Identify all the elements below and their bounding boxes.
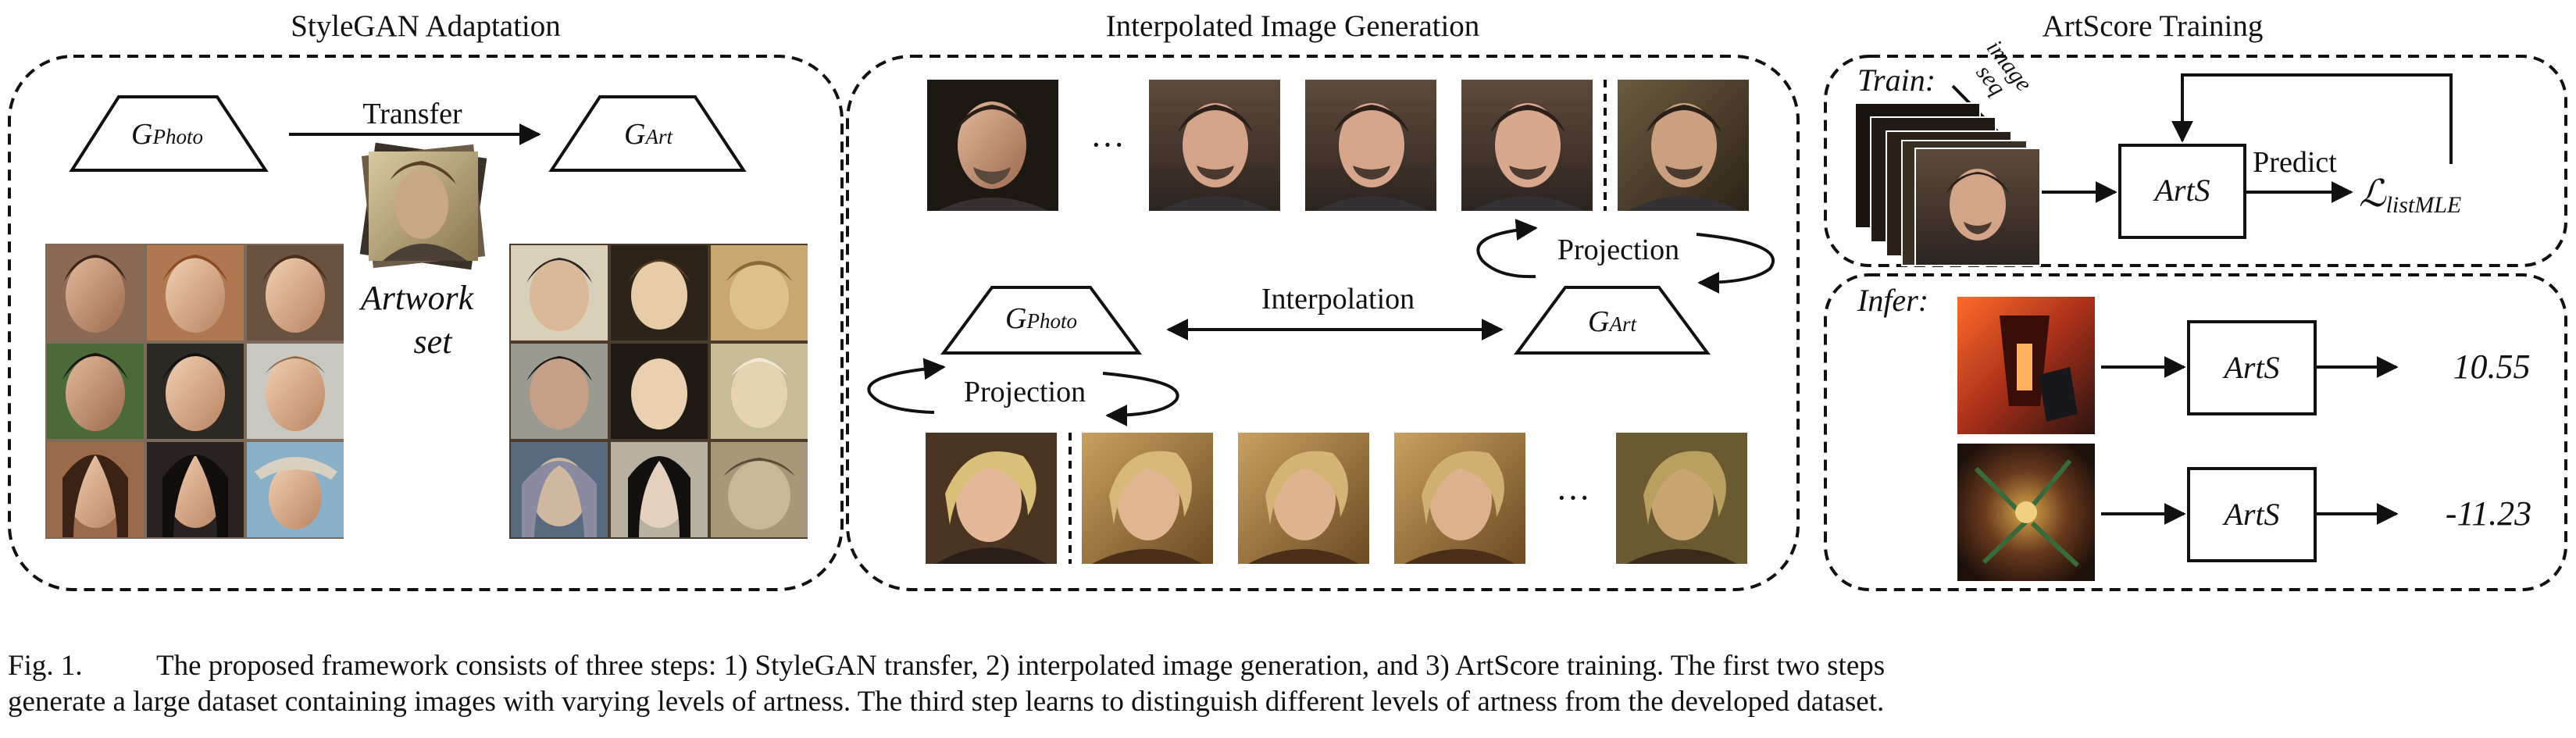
transfer-label: Transfer (362, 98, 462, 130)
g-art-generator: GArt (548, 95, 747, 172)
art-face (611, 245, 708, 340)
arts-train-label: ArtS (2152, 173, 2210, 208)
g-photo-sub: Photo (152, 125, 203, 148)
artwork-label-line2: set (414, 323, 454, 361)
g-photo-base: G (131, 118, 152, 151)
arts-infer2-label: ArtS (2221, 497, 2279, 532)
loss-label: ℒlistMLE (2359, 173, 2461, 218)
art-face (511, 344, 608, 439)
g-photo-2-base: G (1005, 302, 1026, 335)
portrait-step (1082, 433, 1213, 564)
g-photo-2-sub: Photo (1026, 309, 1077, 333)
art-face (711, 344, 808, 439)
svg-text:GPhoto: GPhoto (131, 118, 203, 151)
interpolation-panel-border (846, 55, 1800, 591)
infer-image-1 (1957, 297, 2095, 434)
portrait-step (1238, 433, 1369, 564)
score-2: -11.23 (2446, 494, 2531, 533)
photo-face (147, 442, 244, 537)
photo-face-grid (45, 244, 344, 539)
g-art-2-sub: Art (1607, 312, 1637, 336)
portrait-art (1618, 80, 1749, 211)
arts-model-train: ArtS (2118, 144, 2246, 239)
bottom-portrait-row: ··· (926, 433, 1747, 564)
projection-bottom-loop (867, 358, 946, 414)
portrait-art (1616, 433, 1747, 564)
caption-line-1: Fig. 1. The proposed framework consists o… (8, 649, 2570, 683)
image-seq-label: imageseq (1963, 35, 2037, 111)
arts-infer1-label: ArtS (2221, 350, 2279, 385)
adaptation-panel-border (8, 55, 844, 591)
svg-text:GArt: GArt (1588, 305, 1637, 338)
title-artscore: ArtScore Training (2043, 9, 2264, 43)
g-photo-generator: GPhoto (69, 95, 269, 172)
top-portrait-row: ··· (927, 80, 1749, 211)
projection-bottom-loop-right (1102, 372, 1179, 426)
predict-label: Predict (2253, 146, 2337, 179)
score-1: 10.55 (2453, 348, 2531, 386)
art-face (511, 245, 608, 340)
art-face (611, 344, 708, 439)
ellipsis-top: ··· (1090, 126, 1125, 164)
photo-face (47, 245, 144, 340)
title-interpolation: Interpolated Image Generation (1106, 9, 1480, 43)
projection-top-loop (1476, 219, 1538, 279)
portrait-step (1149, 80, 1280, 211)
photo-face (147, 245, 244, 340)
photo-face (247, 442, 344, 537)
artwork-set-stack (359, 142, 487, 270)
caption-line-2: generate a large dataset containing imag… (8, 686, 1885, 718)
photo-face (247, 245, 344, 340)
photo-face (247, 344, 344, 439)
svg-text:GPhoto: GPhoto (1005, 302, 1077, 335)
art-face-grid (509, 244, 808, 539)
g-photo-generator-2: GPhoto (940, 286, 1142, 355)
art-face (511, 442, 608, 537)
photo-face (47, 442, 144, 537)
portrait-real (927, 80, 1058, 211)
artwork-label-line1: Artwork (359, 279, 475, 317)
ellipsis-bottom: ··· (1556, 479, 1590, 517)
photo-face (47, 344, 144, 439)
photo-face (147, 344, 244, 439)
g-art-sub: Art (644, 125, 673, 148)
train-panel-border (1824, 55, 2567, 267)
portrait-step (1394, 433, 1525, 564)
portrait-step (1461, 80, 1593, 211)
svg-text:GArt: GArt (624, 118, 673, 151)
interpolation-label: Interpolation (1261, 283, 1415, 316)
arts-model-infer-2: ArtS (2187, 467, 2317, 562)
portrait-step (1305, 80, 1436, 211)
art-face (711, 245, 808, 340)
title-adaptation: StyleGAN Adaptation (291, 9, 561, 43)
train-label: Train: (1857, 62, 1936, 98)
infer-panel-border (1824, 273, 2567, 591)
caption-text-1: The proposed framework consists of three… (156, 650, 1886, 682)
projection-bottom-label: Projection (964, 376, 1086, 408)
projection-top-loop-right (1696, 233, 1775, 294)
projection-top-label: Projection (1557, 234, 1679, 266)
infer-label: Infer: (1857, 283, 1928, 318)
g-art-generator-2: GArt (1514, 286, 1711, 355)
art-face (611, 442, 708, 537)
g-art-base: G (624, 118, 645, 151)
figure-number: Fig. 1. (8, 650, 83, 682)
training-image-stack (1854, 102, 2041, 266)
infer-image-2 (1957, 444, 2095, 581)
feedback-arrow (2171, 73, 2453, 164)
g-art-2-base: G (1588, 305, 1609, 338)
arts-model-infer-1: ArtS (2187, 320, 2317, 415)
art-face (711, 442, 808, 537)
portrait-real (926, 433, 1057, 564)
